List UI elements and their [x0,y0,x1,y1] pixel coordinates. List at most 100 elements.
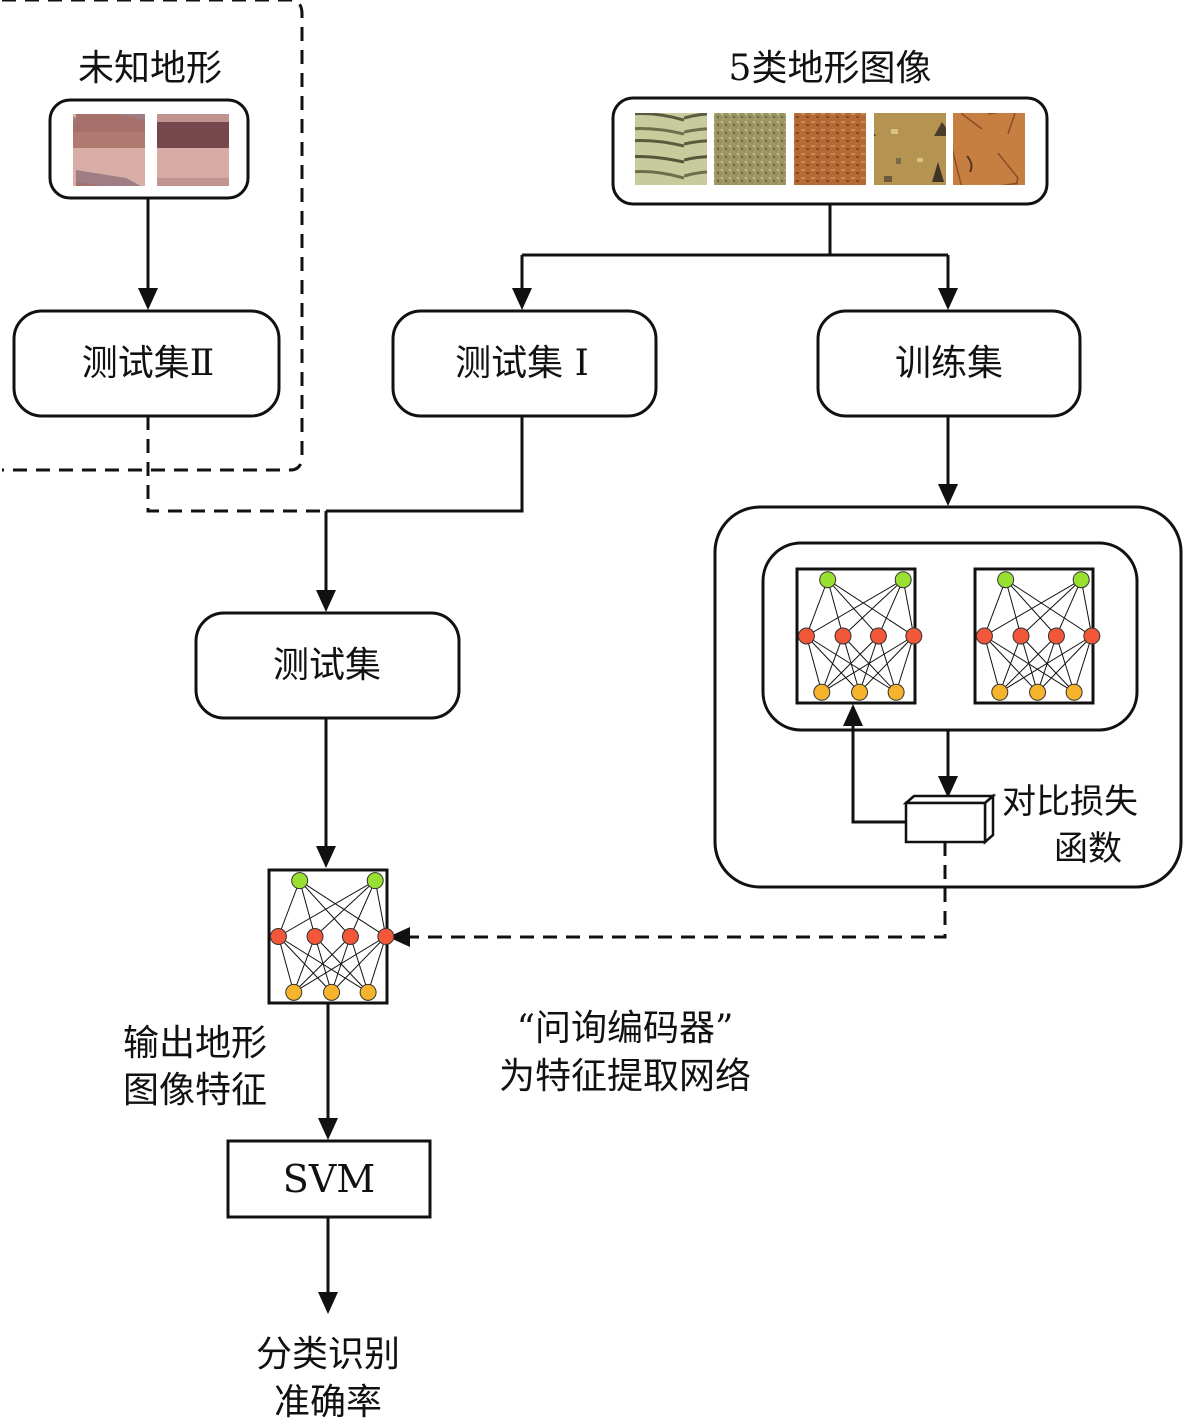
network-hidden-node [306,928,324,945]
network-edge [299,880,316,937]
svm-node[interactable] [226,1139,432,1219]
encoder-network-a [795,567,923,705]
arrow-head [938,288,958,310]
network-input-node [366,872,384,890]
unknown-terrain-image-2 [157,114,229,186]
connector-weight-transfer-dashed [410,842,947,939]
test-set-label: 测试集 [273,645,381,686]
encoder-network-b [973,567,1101,705]
network-edge [895,635,915,693]
query-encoder-network [267,868,395,1005]
network-edge [1005,579,1022,637]
network-output-node [1065,683,1083,701]
network-edge [821,635,915,693]
network-edge [293,936,387,993]
network-hidden-node [341,928,359,945]
arrow-head [938,484,958,506]
network-edge [806,635,860,693]
network-edge [1020,635,1039,693]
network-edge [877,579,904,637]
network-edge [1020,635,1075,693]
svm-label: SVM [283,1157,375,1201]
arrow-head [318,1118,338,1140]
network-hidden-node [377,928,395,945]
network-edge [277,936,295,993]
network-edge [827,579,879,637]
network-input-node [894,571,912,589]
network-edge [999,635,1093,693]
network-edge [999,635,1057,693]
network-edge [374,880,387,937]
network-hidden-node [1012,627,1030,645]
network-output-node [813,683,831,701]
network-output-node [323,983,341,1001]
loss-label-line1: 对比损失 [1002,782,1138,822]
terrain-class-image-5 [953,113,1025,185]
test-set-1-label: 测试集 Ⅰ [455,343,589,384]
network-hidden-node [1047,627,1065,645]
network-edge [314,936,369,993]
terrain-classes-title: 5类地形图像 [729,48,932,89]
network-hidden-node [834,627,852,645]
network-edge [1037,635,1093,693]
network-edge [999,635,1022,693]
network-edge [278,936,332,993]
terrain-class-image-1 [635,113,707,185]
contrastive-loss-box [902,793,997,845]
network-output-node [359,983,377,1001]
network-hidden-node [797,627,815,645]
network-output-node [851,683,869,701]
network-edge [331,936,351,993]
arrow-head [316,590,336,612]
network-input-node [997,571,1015,589]
network-hidden-node [905,627,923,645]
network-edge [902,579,915,637]
terrain-class-image-2 [714,113,786,185]
loss-label-line2: 函数 [1054,829,1122,869]
network-edge [983,635,1001,693]
network-hidden-node [975,627,993,645]
arrow-head [938,776,958,798]
arrow-head [843,704,863,726]
network-edge [983,579,1007,637]
network-edge [1073,635,1093,693]
network-hidden-node [869,627,887,645]
network-output-node [887,683,905,701]
output-label-line2: 图像特征 [123,1070,267,1111]
network-hidden-node [1083,627,1101,645]
network-hidden-node [269,928,287,945]
network-edge [299,880,387,937]
network-edge [859,635,915,693]
network-edge [1005,579,1093,637]
network-edge [293,936,316,993]
network-input-node [819,571,837,589]
arrow-head [138,288,158,310]
arrow-head [318,1292,338,1314]
network-edge [806,579,904,637]
encoder-note-line1: “问询编码器” [517,1008,734,1049]
train-set-label: 训练集 [895,343,1003,384]
test-set-1-node[interactable] [391,309,658,418]
network-edge [984,635,1038,693]
network-edge [367,936,387,993]
arrow-head [512,288,532,310]
network-edge [805,635,823,693]
network-edge [299,880,351,937]
network-edge [1005,579,1057,637]
network-output-node [1029,683,1047,701]
network-input-node [291,872,309,890]
network-edge [293,936,351,993]
network-edge [331,936,387,993]
network-edge [1020,579,1082,637]
arrow-head [316,846,336,868]
network-input-node [1072,571,1090,589]
unknown-terrain-title: 未知地形 [78,48,222,89]
network-edge [984,579,1082,637]
network-edge [278,880,376,937]
unknown-terrain-image-1 [73,114,145,186]
terrain-class-image-3 [794,113,866,185]
network-edge [314,880,376,937]
connector-test2-merge-dashed [146,416,326,513]
network-edge [821,635,879,693]
